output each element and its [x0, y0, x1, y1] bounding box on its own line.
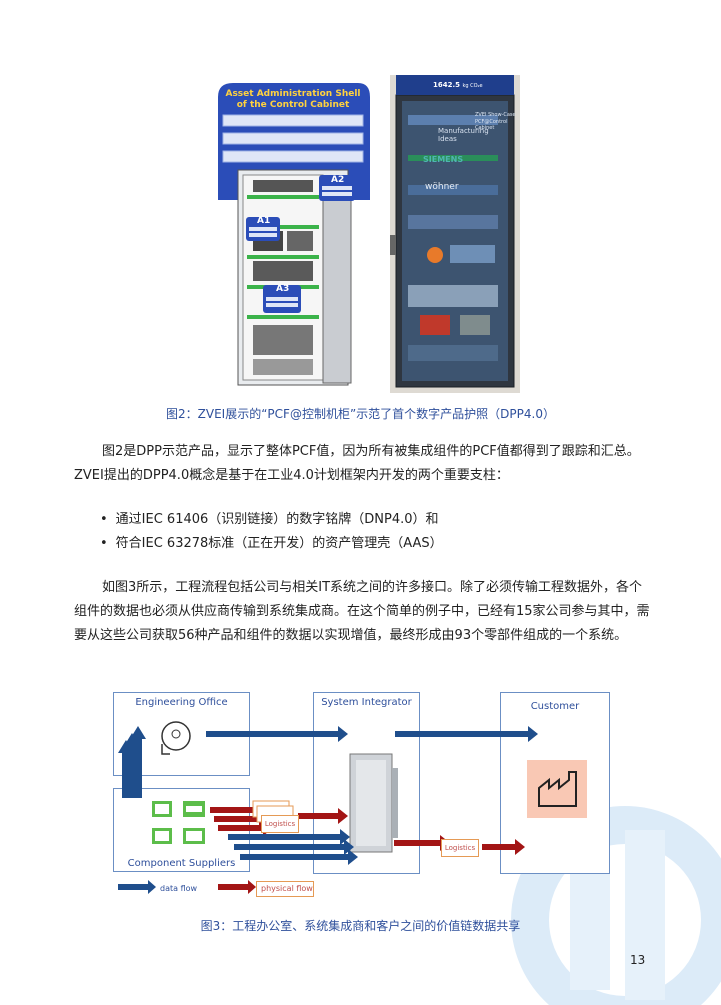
photo-line-2: PCF@Control Cabinet [475, 119, 508, 131]
figure-3-caption: 图3：工程办公室、系统集成商和客户之间的价值链数据共享 [200, 919, 521, 933]
page-number: 13 [630, 953, 646, 967]
pcf-value: 1642.5 [433, 81, 461, 89]
system-integrator-label: System Integrator [321, 697, 412, 708]
figure-2: Asset Administration Shell of the Contro… [213, 75, 520, 393]
legend-data-flow-arrow [118, 880, 156, 894]
pcf-unit: kg CO₂e [462, 83, 483, 89]
control-cabinet-icon [349, 753, 398, 853]
label-a3: A3 [276, 284, 290, 294]
brand-wohner: wöhner [425, 182, 459, 192]
keyboard-icon [183, 801, 205, 817]
figure-2-caption: 图2：ZVEI展示的“PCF@控制机柜”示范了首个数字产品护照（DPP4.0） [166, 407, 555, 421]
legend-physical-flow-label: physical flow [261, 884, 313, 893]
cabinet-photo [390, 75, 520, 393]
bullet-dot: • [100, 536, 108, 551]
terminal-icon [152, 801, 172, 817]
figure-3-diagram [118, 721, 587, 894]
bullet-item-2: • 符合IEC 63278标准（正在开发）的资产管理壳（AAS） [100, 532, 443, 551]
bullet-item-1: • 通过IEC 61406（识别链接）的数字铭牌（DNP4.0）和 [100, 508, 439, 527]
customer-label: Customer [530, 701, 580, 712]
bullet-text-1: 通过IEC 61406（识别链接）的数字铭牌（DNP4.0）和 [115, 512, 439, 527]
brand-siemens: SIEMENS [423, 155, 464, 164]
paragraph-1: 图2是DPP示范产品，显示了整体PCF值，因为所有被集成组件的PCF值都得到了跟… [74, 444, 640, 483]
engineering-office-label: Engineering Office [135, 697, 228, 708]
label-a2: A2 [331, 175, 345, 185]
photo-line-1: ZVEI Show-Case [475, 112, 516, 118]
paragraph-2: 如图3所示，工程流程包括公司与相关IT系统之间的许多接口。除了必须传输工程数据外… [74, 580, 650, 643]
bullet-text-2: 符合IEC 63278标准（正在开发）的资产管理壳（AAS） [115, 536, 443, 551]
legend-data-flow-label: data flow [160, 884, 198, 893]
label-a1: A1 [257, 216, 271, 226]
aas-title: Asset Administration Shell of the Contro… [225, 89, 361, 110]
brand-manufacturing-ideas: Manufacturing Ideas [438, 127, 489, 143]
aas-cabinet-illustration [218, 83, 370, 386]
bullet-dot: • [100, 512, 108, 527]
document-icon [152, 828, 172, 844]
factory-icon-bg [527, 760, 587, 818]
pcf-badge: 1642.5 kg CO₂e [433, 81, 483, 89]
data-flow-up-arrows [118, 726, 146, 798]
data-flow-arrow-eo-si [206, 726, 348, 742]
monitor-icon [183, 828, 205, 844]
data-flow-arrows-bottom [228, 829, 358, 865]
legend-physical-flow-arrow [218, 880, 256, 894]
factory-icon [538, 771, 577, 807]
data-flow-arrow-si-cu [395, 726, 538, 742]
component-suppliers-label: Component Suppliers [127, 858, 236, 869]
physical-flow-arrows [210, 802, 525, 855]
legend-physical-flow-box: physical flow [256, 881, 314, 897]
logistics-box-2: Logistics [441, 839, 479, 857]
lightbulb-head-icon [161, 721, 191, 755]
logistics-box-1: Logistics [261, 815, 299, 833]
